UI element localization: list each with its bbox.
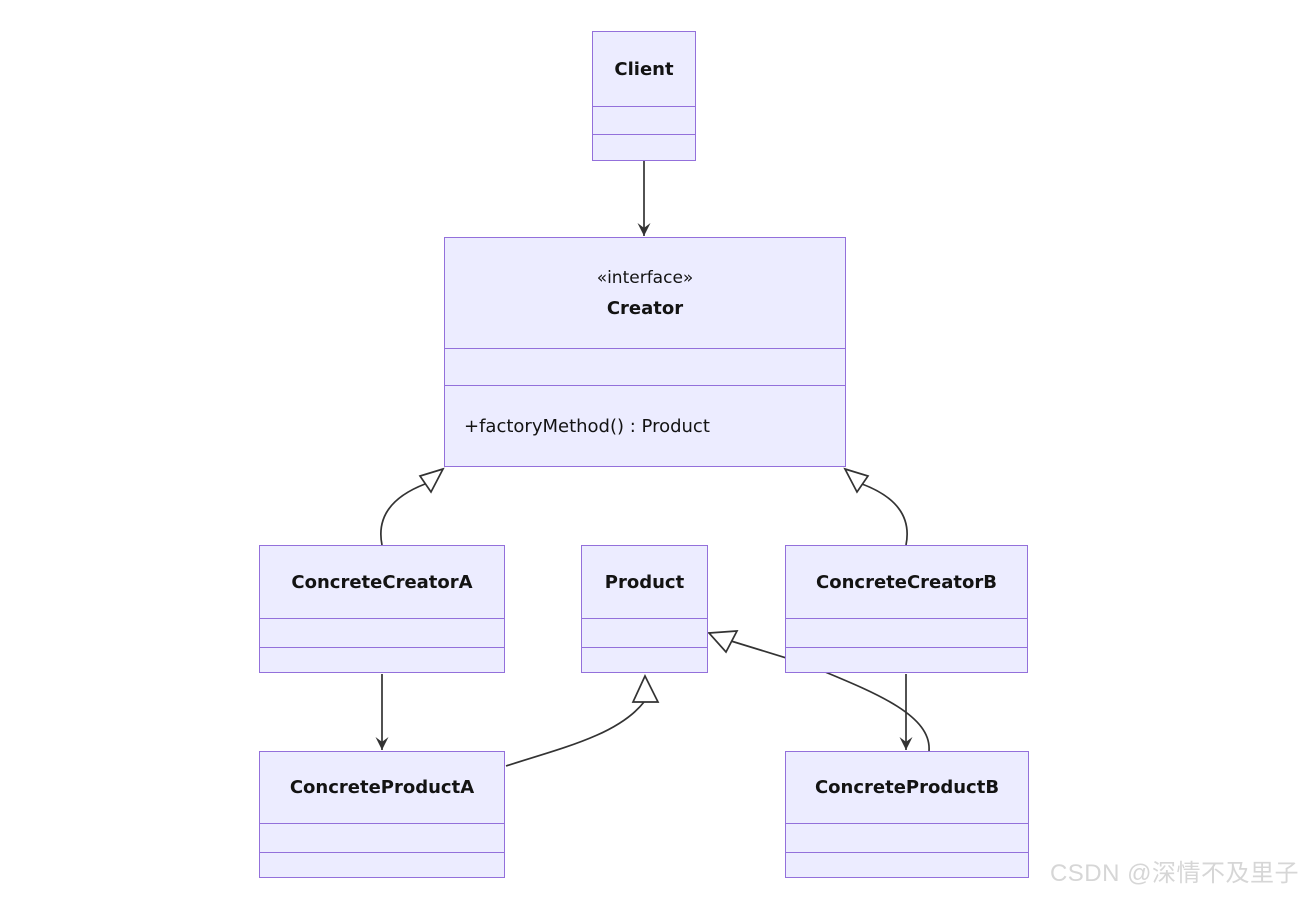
edge-concreteproducta-to-product <box>505 701 645 767</box>
method-factorymethod: +factoryMethod() : Product <box>464 415 710 437</box>
hollow-triangle-arrowhead <box>418 467 445 494</box>
methods-compartment <box>582 647 707 672</box>
attributes-compartment <box>445 348 845 385</box>
class-name: Client <box>614 58 674 80</box>
methods-compartment <box>786 647 1027 672</box>
class-title-compartment: ConcreteCreatorA <box>260 546 504 618</box>
methods-compartment <box>593 134 695 160</box>
class-creator: «interface» Creator +factoryMethod() : P… <box>444 237 846 467</box>
class-concretecreatorb: ConcreteCreatorB <box>785 545 1028 673</box>
hollow-triangle-arrowhead <box>631 674 660 703</box>
methods-compartment <box>260 647 504 672</box>
attributes-compartment <box>582 618 707 647</box>
class-name: ConcreteProductA <box>289 777 475 798</box>
hollow-triangle-arrowhead <box>843 467 870 494</box>
methods-compartment: +factoryMethod() : Product <box>445 385 845 466</box>
attributes-compartment <box>260 823 504 852</box>
class-concretecreatora: ConcreteCreatorA <box>259 545 505 673</box>
attributes-compartment <box>260 618 504 647</box>
attributes-compartment <box>593 106 695 134</box>
class-title-compartment: Client <box>593 32 695 106</box>
class-name: Creator <box>606 297 684 319</box>
edge-concretecreatorb-to-creator <box>861 483 908 546</box>
methods-compartment <box>260 852 504 877</box>
class-name: Product <box>604 571 685 593</box>
class-title-compartment: «interface» Creator <box>445 238 845 348</box>
edge-concretecreatora-to-creator <box>380 483 426 546</box>
class-name: ConcreteCreatorB <box>816 571 997 593</box>
hollow-triangle-arrowhead <box>707 630 739 654</box>
class-concreteproducta: ConcreteProductA <box>259 751 505 878</box>
attributes-compartment <box>786 823 1028 852</box>
class-client: Client <box>592 31 696 161</box>
class-stereotype: «interface» <box>596 267 694 288</box>
class-name: ConcreteCreatorA <box>291 571 473 593</box>
class-title-compartment: ConcreteProductA <box>260 752 504 823</box>
class-title-compartment: ConcreteProductB <box>786 752 1028 823</box>
methods-compartment <box>786 852 1028 877</box>
class-concreteproductb: ConcreteProductB <box>785 751 1029 878</box>
attributes-compartment <box>786 618 1027 647</box>
csdn-watermark: CSDN @深情不及里子 <box>1049 860 1299 887</box>
class-product: Product <box>581 545 708 673</box>
class-title-compartment: Product <box>582 546 707 618</box>
class-title-compartment: ConcreteCreatorB <box>786 546 1027 618</box>
class-name: ConcreteProductB <box>814 777 1000 798</box>
